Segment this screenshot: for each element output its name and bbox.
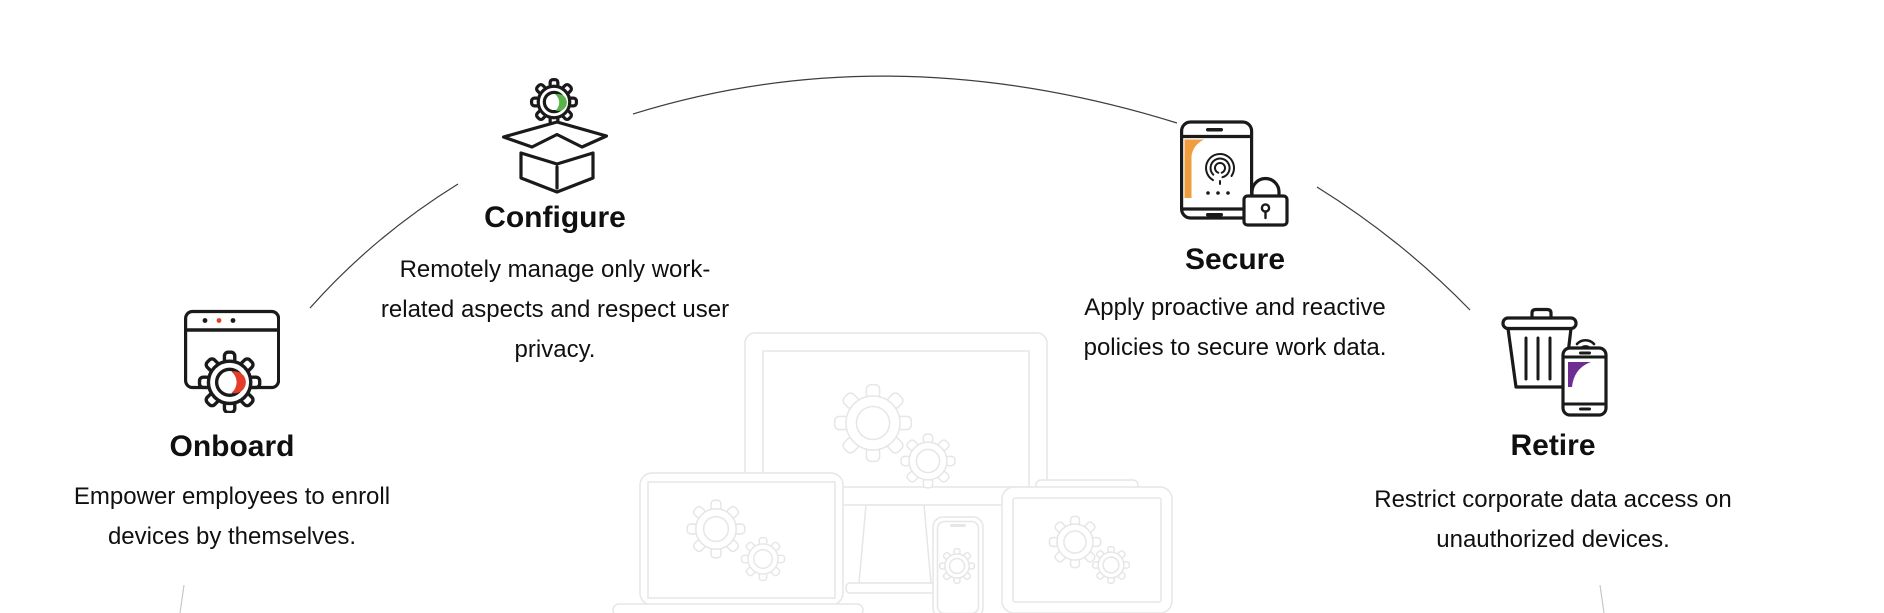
phone-notch [950, 524, 966, 527]
purple-accent [1567, 362, 1591, 387]
devices-illustration [612, 332, 1173, 613]
retired-phone [1560, 346, 1608, 417]
browser-gear-icon [184, 309, 280, 413]
arc-configure-to-secure [632, 75, 1178, 124]
window-dot-red [216, 318, 222, 323]
monitor-stand-foot [845, 582, 945, 594]
stage-configure: Configure Remotely manage only work-rela… [375, 71, 735, 370]
gear-icon [1048, 515, 1102, 569]
gear-icon [740, 536, 786, 582]
stage-title: Secure [1184, 243, 1286, 276]
lifecycle-arc-faded-stubs [179, 584, 1605, 613]
arc-secure-to-retire [1316, 186, 1471, 311]
gear-icon [938, 547, 976, 585]
stage-description: Apply proactive and reactive policies to… [1083, 294, 1387, 361]
device-fingerprint-lock-icon [1180, 120, 1289, 227]
arc-bottom-right-stub [1599, 584, 1605, 613]
window-dot [202, 318, 208, 323]
tablet-illustration [1001, 479, 1173, 613]
gear-icon [1092, 546, 1130, 584]
screen-dot [1206, 191, 1210, 195]
screen-dot [1216, 191, 1220, 195]
gear-icon [900, 433, 956, 489]
box-flaps [502, 120, 608, 149]
stage-title: Onboard [169, 430, 295, 463]
arc-onboard-to-configure [309, 183, 459, 309]
lock-icon [1242, 176, 1289, 227]
trash-ridges [1524, 336, 1551, 381]
gear-icon [529, 77, 579, 127]
orange-accent [1184, 139, 1204, 198]
fingerprint-icon [1205, 152, 1236, 185]
screen-dot [1226, 191, 1230, 195]
gear-icon [197, 350, 262, 413]
speaker-bar [1578, 351, 1591, 355]
laptop-base [612, 603, 864, 613]
gear-icon [686, 499, 746, 559]
lifecycle-arc-lines [309, 75, 1471, 311]
open-box-gear-icon [502, 77, 608, 194]
stage-title: Retire [1510, 429, 1596, 462]
stage-onboard: Onboard Empower employees to enroll devi… [57, 309, 407, 557]
stage-description: Remotely manage only work-related aspect… [380, 256, 730, 363]
stage-description: Empower employees to enroll devices by t… [73, 483, 391, 550]
stage-secure: Secure Apply proactive and reactive poli… [1070, 118, 1400, 368]
speaker-bar [1206, 128, 1223, 132]
monitor-stand [858, 504, 932, 584]
monitor-illustration [744, 332, 1048, 594]
tablet-body [1180, 120, 1254, 220]
laptop-illustration [612, 472, 864, 613]
home-bar [1578, 407, 1591, 411]
phone-illustration [932, 516, 984, 613]
trash-handle [1529, 307, 1553, 320]
window-dot [230, 318, 236, 323]
red-crescent [231, 371, 246, 394]
home-bar [1206, 213, 1223, 217]
arc-bottom-left-stub [179, 584, 185, 613]
trash-lid [1500, 316, 1578, 331]
trash-phone-icon [1500, 307, 1608, 417]
stage-title: Configure [484, 201, 626, 234]
stage-description: Restrict corporate data access on unauth… [1374, 486, 1732, 553]
stage-retire: Retire Restrict corporate data access on… [1343, 295, 1763, 560]
green-crescent [555, 94, 567, 111]
gear-icon [833, 383, 913, 463]
